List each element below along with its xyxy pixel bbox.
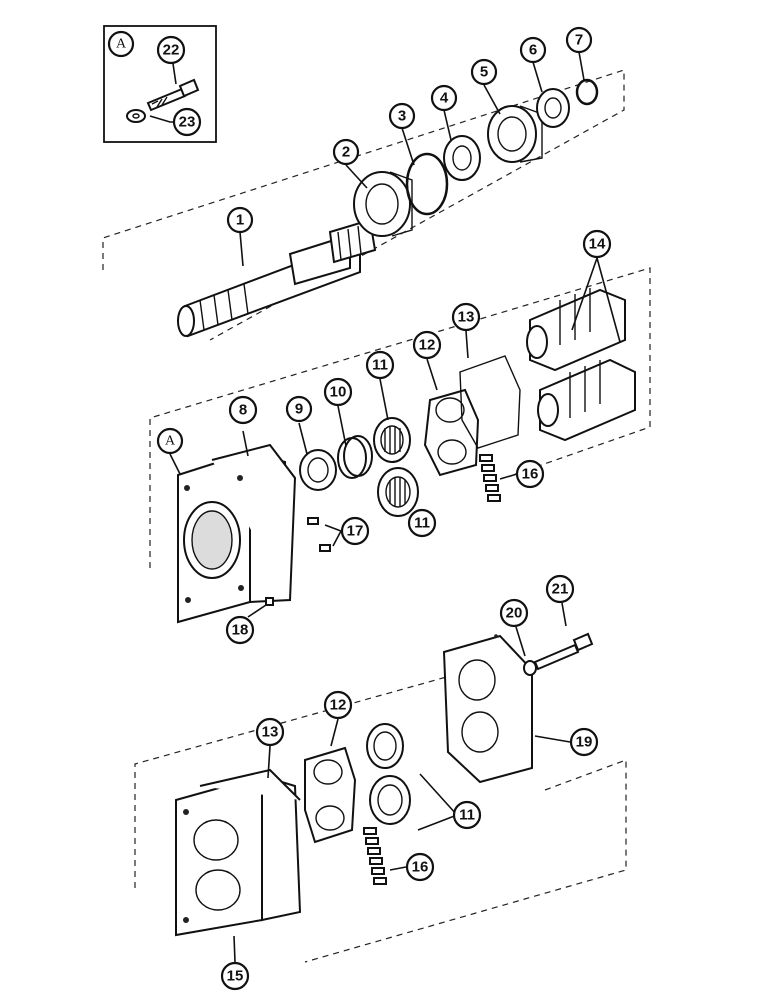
roller-set-16-front — [479, 454, 501, 502]
callout-12-rear: 12 — [323, 690, 353, 720]
bolt-22 — [146, 78, 200, 112]
gear-pair-14 — [526, 288, 636, 442]
callout-10: 10 — [323, 377, 353, 407]
callout-14: 14 — [582, 229, 612, 259]
callout-8: 8 — [228, 395, 258, 425]
plug-18 — [265, 597, 274, 606]
callout-11-front-upper: 11 — [365, 350, 395, 380]
inset-label: A — [116, 37, 127, 52]
rear-cover-15 — [175, 768, 302, 937]
svg-text:3: 3 — [398, 108, 406, 125]
svg-text:16: 16 — [412, 859, 429, 876]
svg-text:A: A — [165, 434, 176, 449]
callout-4: 4 — [430, 84, 458, 112]
svg-text:12: 12 — [419, 337, 436, 354]
callout-5: 5 — [470, 58, 498, 86]
spring-10 — [337, 435, 373, 479]
gear-housing-8 — [177, 443, 297, 624]
bearing-5 — [487, 105, 543, 163]
callout-21: 21 — [545, 574, 575, 604]
svg-text:19: 19 — [576, 734, 593, 751]
callout-13-rear: 13 — [255, 717, 285, 747]
svg-text:5: 5 — [480, 64, 488, 81]
callout-3: 3 — [388, 102, 416, 130]
svg-text:13: 13 — [262, 724, 279, 741]
callout-12-front: 12 — [412, 330, 442, 360]
washer-20 — [523, 660, 537, 676]
callout-1: 1 — [226, 206, 254, 234]
svg-text:11: 11 — [414, 515, 430, 532]
seal-4 — [443, 135, 481, 181]
needle-bearing-11-rear-upper — [366, 723, 404, 769]
svg-text:1: 1 — [236, 212, 244, 229]
inset-box-a: A — [103, 25, 217, 143]
wear-plate-12-rear — [304, 746, 357, 844]
svg-text:7: 7 — [575, 32, 583, 49]
svg-text:6: 6 — [529, 42, 537, 59]
callout-11-rear: 11 — [452, 800, 482, 830]
needle-bearing-11-lower — [377, 467, 419, 517]
key-ring-9 — [299, 449, 337, 491]
snap-ring-7 — [575, 78, 599, 106]
dowel-17 — [307, 517, 331, 552]
svg-text:13: 13 — [458, 309, 475, 326]
callout-16-front: 16 — [515, 459, 545, 489]
svg-text:20: 20 — [506, 605, 523, 622]
svg-text:4: 4 — [440, 90, 449, 107]
svg-text:2: 2 — [342, 144, 350, 161]
svg-text:11: 11 — [459, 807, 475, 824]
needle-bearing-11-rear-lower — [369, 775, 411, 825]
svg-text:9: 9 — [295, 401, 303, 418]
svg-text:11: 11 — [372, 357, 388, 374]
svg-text:12: 12 — [330, 697, 347, 714]
callout-15: 15 — [220, 961, 250, 991]
callout-11-front-lower: 11 — [407, 508, 437, 538]
reference-a-label: A — [156, 427, 184, 455]
wear-plate-12-front — [423, 388, 480, 477]
svg-text:8: 8 — [239, 402, 247, 419]
callout-18: 18 — [225, 615, 255, 645]
svg-text:21: 21 — [552, 581, 569, 598]
spacer-6 — [536, 88, 570, 128]
svg-text:18: 18 — [232, 622, 249, 639]
svg-text:16: 16 — [522, 466, 539, 483]
callout-20: 20 — [499, 598, 529, 628]
svg-text:22: 22 — [163, 42, 180, 59]
callout-13-front: 13 — [451, 302, 481, 332]
bolt-21 — [533, 632, 594, 671]
callout-16-rear: 16 — [405, 852, 435, 882]
callout-22: 22 — [156, 35, 186, 65]
input-shaft — [177, 218, 377, 338]
gasket-13-front — [459, 355, 521, 449]
end-plate-19 — [442, 634, 533, 784]
callout-2: 2 — [332, 138, 360, 166]
o-ring-3 — [405, 152, 449, 216]
svg-text:14: 14 — [589, 236, 606, 253]
svg-text:10: 10 — [330, 384, 347, 401]
seal-retainer-2 — [353, 171, 413, 237]
callout-7: 7 — [565, 26, 593, 54]
svg-text:15: 15 — [227, 968, 244, 985]
callout-17: 17 — [340, 516, 370, 546]
callout-19: 19 — [569, 727, 599, 757]
svg-text:17: 17 — [347, 523, 364, 540]
callouts: 22 23 1 2 3 4 5 6 7 14 13 12 11 10 9 8 A… — [156, 26, 612, 991]
leader-lines — [149, 49, 621, 963]
callout-23: 23 — [172, 107, 202, 137]
svg-text:23: 23 — [179, 114, 196, 131]
needle-bearing-11-upper — [373, 417, 411, 463]
washer-23 — [126, 109, 146, 123]
callout-6: 6 — [519, 36, 547, 64]
callout-9: 9 — [285, 395, 313, 423]
roller-set-16-rear — [363, 827, 387, 885]
